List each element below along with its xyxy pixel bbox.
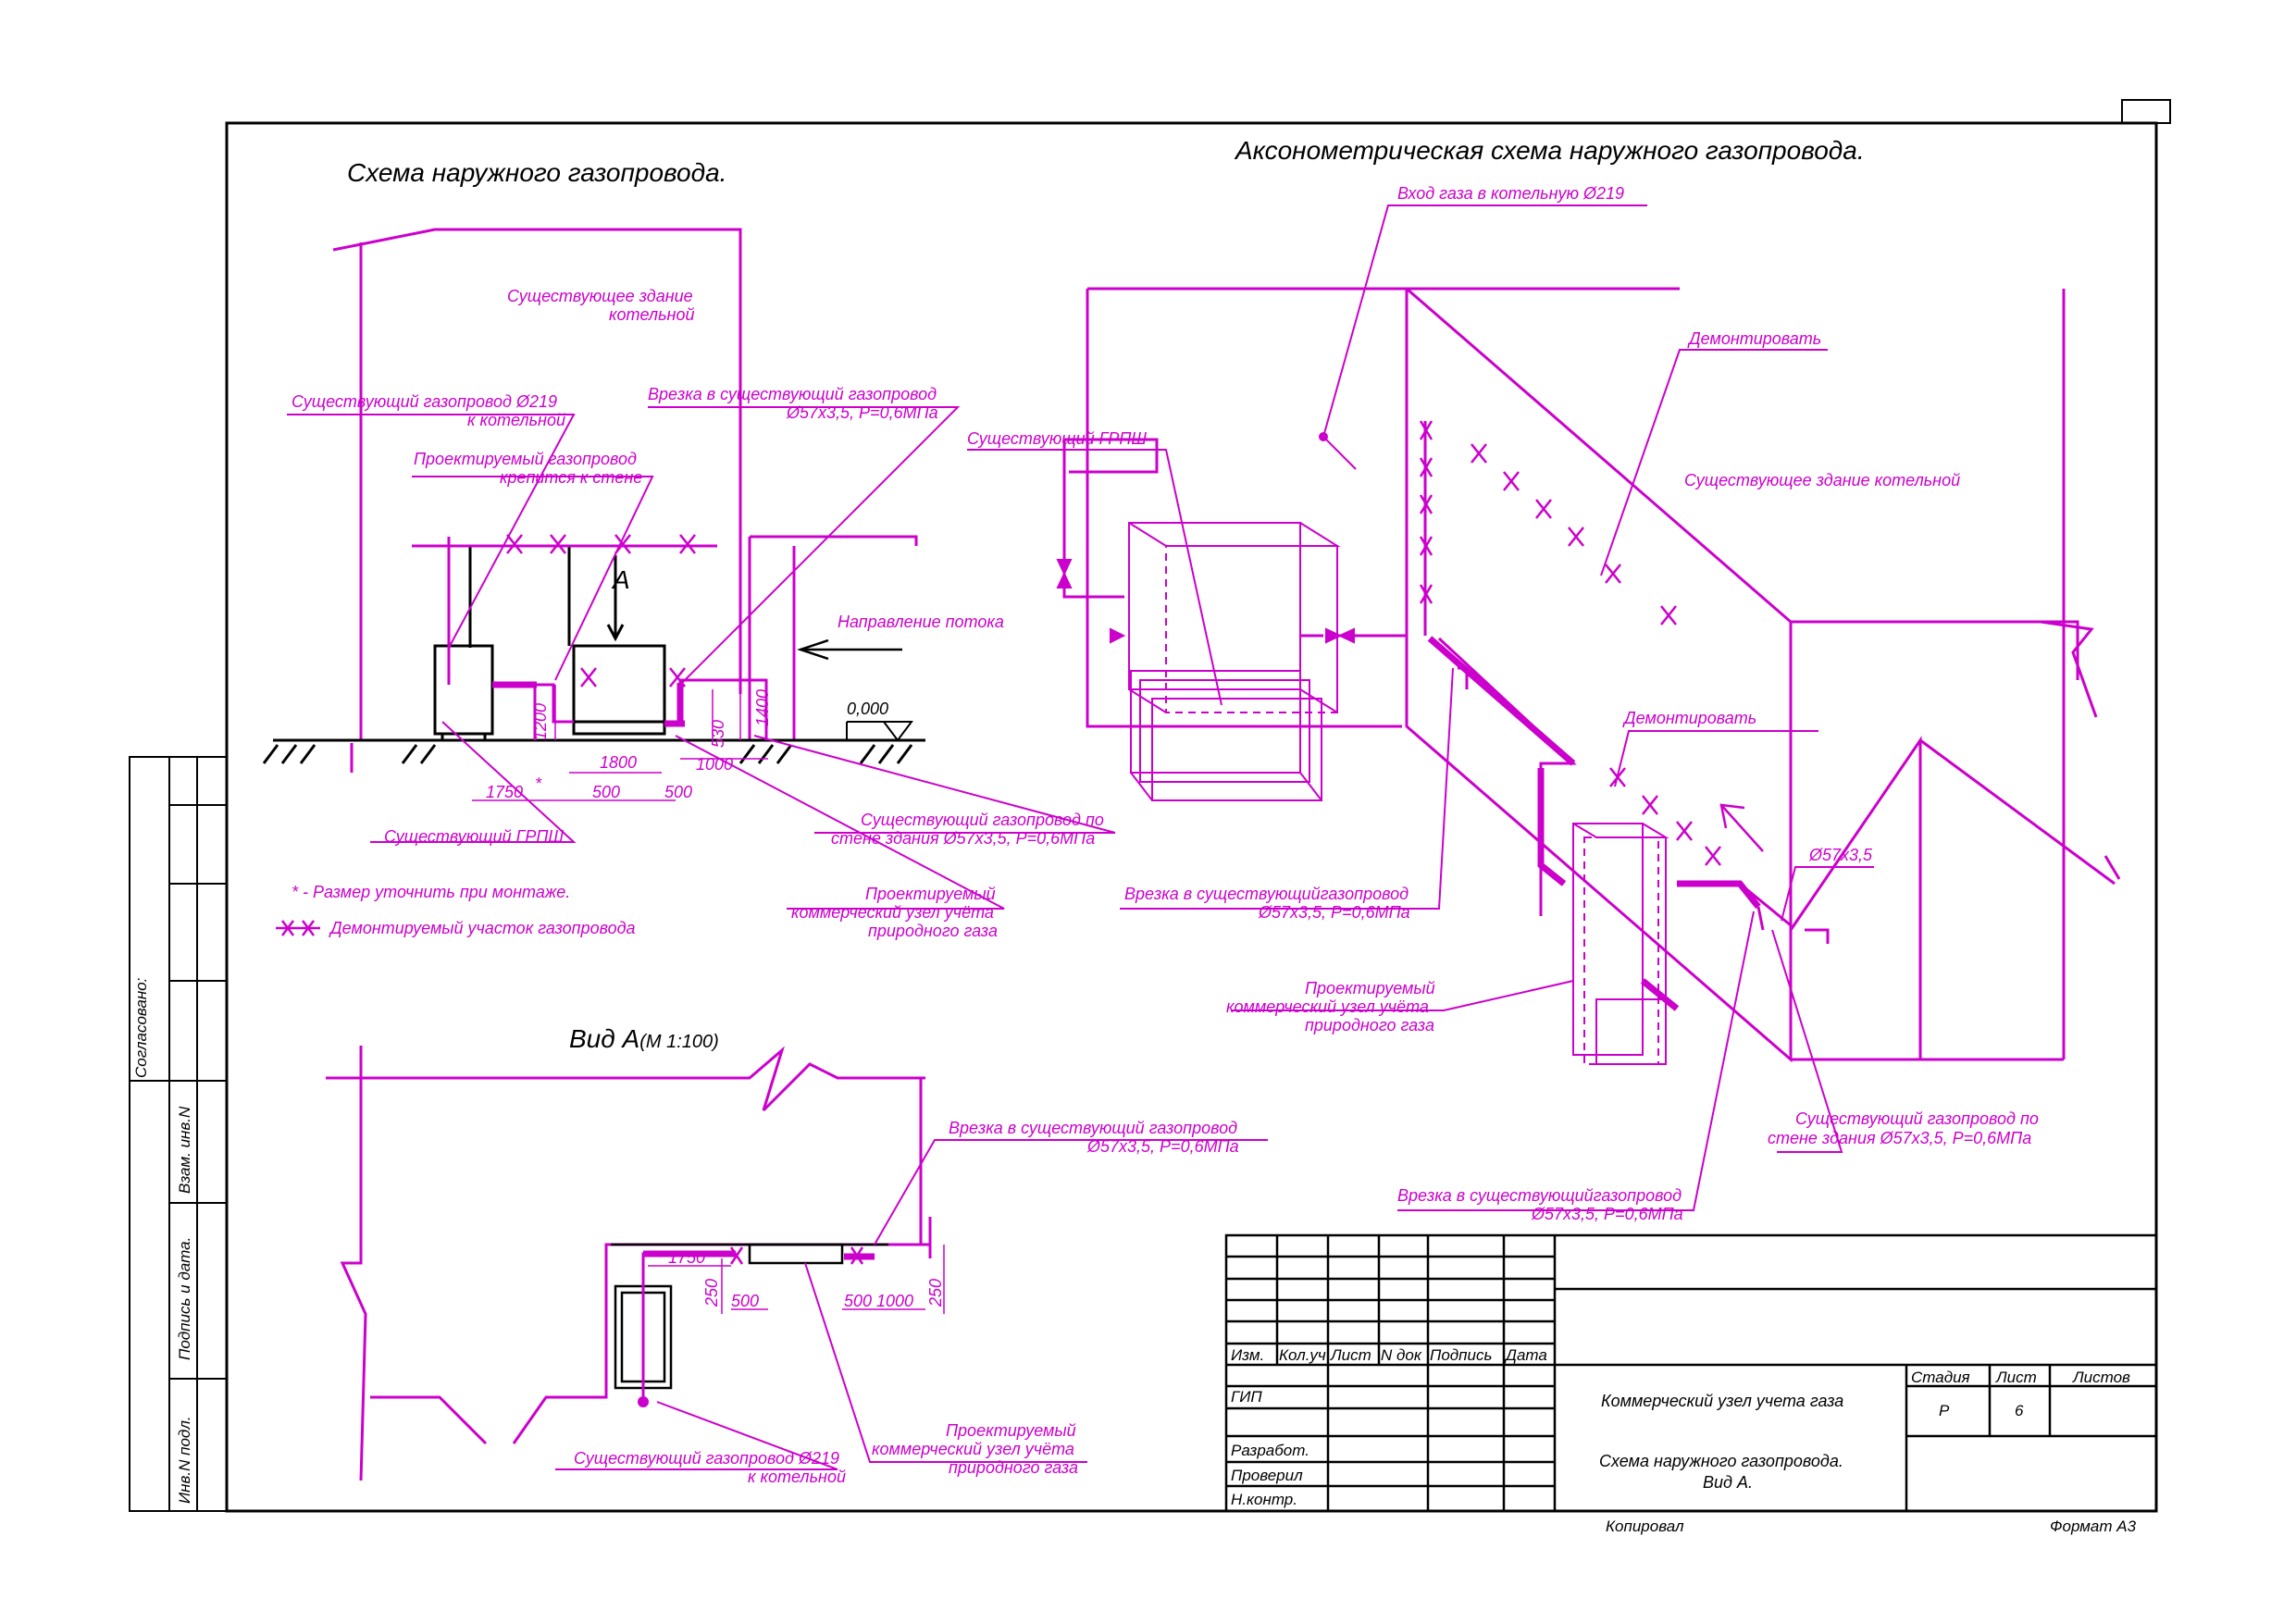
axon-scheme: Вход газа в котельную Ø219 Демонтировать… <box>967 184 2121 1223</box>
plan-level: 0,000 <box>847 700 888 718</box>
plan-wall-mount-1: Проектируемый газопровод <box>414 450 637 468</box>
plan-wall-pipe-2: стене здания Ø57х3,5, Р=0,6МПа <box>831 829 1095 848</box>
dim-1000: 1000 <box>696 755 733 774</box>
axon-tie-in-2b: Ø57х3,5, Р=0,6МПа <box>1531 1205 1683 1223</box>
title-block: Изм. Кол.уч Лист N док Подпись Дата ГИП … <box>1224 1233 2158 1535</box>
axon-tie-in-1a: Врезка в существующийгазопровод <box>1124 885 1409 903</box>
tb-format: Формат А3 <box>2050 1518 2137 1535</box>
plan-meter-2: коммерческий узел учёта <box>791 903 994 922</box>
axon-meter-3: природного газа <box>1305 1016 1434 1035</box>
va-existing-pipe-2: к котельной <box>748 1468 846 1486</box>
tb-role-dev: Разработ. <box>1231 1442 1309 1459</box>
plan-flow-direction: Направление потока <box>838 613 1004 631</box>
axon-demolish-2: Демонтировать <box>1622 709 1756 727</box>
stamp-inv-orig: Инв.N подл. <box>176 1416 193 1504</box>
dim-530: 530 <box>709 720 727 748</box>
va-existing-pipe-1: Существующий газопровод Ø219 <box>574 1449 839 1468</box>
tb-col-ndoc: N док <box>1381 1346 1422 1364</box>
tb-sheet-title-2: Вид А. <box>1703 1473 1753 1492</box>
stamp-agreed: Согласовано: <box>132 977 150 1078</box>
dim-500-a: 500 <box>592 783 620 801</box>
tb-stage: Р <box>1939 1402 1950 1419</box>
va-dim-1000: 1000 <box>876 1292 913 1310</box>
axon-pipe-size: Ø57х3,5 <box>1808 846 1873 864</box>
view-a-scale: (М 1:100) <box>639 1032 719 1052</box>
va-meter-2: коммерческий узел учёта <box>872 1440 1074 1458</box>
va-tie-in-2: Ø57х3,5, Р=0,6МПа <box>1086 1137 1239 1156</box>
axon-title: Аксонометрическая схема наружного газопр… <box>1234 136 1865 165</box>
stamp-replaced-inv: Взам. инв.N <box>176 1106 193 1194</box>
axon-grpsh: Существующий ГРПШ <box>967 429 1147 448</box>
tb-sheet-label: Лист <box>1995 1369 2037 1386</box>
plan-title: Схема наружного газопровода. <box>347 158 726 187</box>
va-tie-in-1: Врезка в существующий газопровод <box>949 1119 1237 1137</box>
axon-demolish-1: Демонтировать <box>1687 329 1821 348</box>
tb-stage-label: Стадия <box>1911 1369 1970 1386</box>
axon-tie-in-1b: Ø57х3,5, Р=0,6МПа <box>1258 903 1410 922</box>
tb-role-check: Проверил <box>1231 1467 1303 1484</box>
view-a-title: Вид А(М 1:100) <box>569 1024 719 1053</box>
side-stamp: Согласовано: Взам. инв.N Подпись и дата.… <box>129 756 228 1512</box>
tb-copied: Копировал <box>1606 1518 1684 1535</box>
tb-sheets-label: Листов <box>2072 1369 2130 1386</box>
plan-building-label-2: котельной <box>609 305 694 324</box>
plan-scheme: 1200 1800 1750 500 500 1000 530 1400 * С… <box>262 228 1116 940</box>
va-dim-250-b: 250 <box>926 1279 945 1307</box>
plan-view-marker: А <box>611 565 630 594</box>
note-star: * - Размер уточнить при монтаже. <box>292 883 570 901</box>
plan-tie-in-1: Врезка в существующий газопровод <box>648 385 937 403</box>
plan-building-label-1: Существующее здание <box>507 287 693 305</box>
va-dim-1750: 1750 <box>668 1248 705 1267</box>
stamp-sign-date: Подпись и дата. <box>176 1237 193 1360</box>
tb-col-list: Лист <box>1330 1346 1371 1364</box>
plan-meter-3: природного газа <box>868 922 998 940</box>
plan-existing-pipe-1: Существующий газопровод Ø219 <box>292 392 557 411</box>
dim-500-b: 500 <box>664 783 692 801</box>
va-meter-1: Проектируемый <box>946 1421 1076 1440</box>
axon-meter-2: коммерческий узел учёта <box>1226 997 1429 1016</box>
plan-existing-pipe-2: к котельной <box>467 411 565 429</box>
dim-star: * <box>535 774 542 793</box>
va-dim-250-a: 250 <box>702 1279 721 1307</box>
plan-wall-pipe-1: Существующий газопровод по <box>861 811 1104 829</box>
dim-1400: 1400 <box>753 689 772 726</box>
tb-role-norm: Н.контр. <box>1231 1491 1297 1508</box>
plan-grpsh: Существующий ГРПШ <box>384 827 564 846</box>
axon-tie-in-2a: Врезка в существующийгазопровод <box>1397 1186 1682 1205</box>
view-a-title-text: Вид А <box>569 1024 639 1053</box>
sheet-frame <box>225 99 2171 1513</box>
dim-1200: 1200 <box>531 703 550 740</box>
plan-tie-in-2: Ø57х3,5, Р=0,6МПа <box>786 403 938 422</box>
tb-object: Коммерческий узел учета газа <box>1601 1392 1843 1410</box>
va-dim-500-a: 500 <box>731 1292 759 1310</box>
plan-meter-1: Проектируемый <box>865 885 996 903</box>
axon-meter-1: Проектируемый <box>1305 979 1435 997</box>
axon-inlet: Вход газа в котельную Ø219 <box>1397 184 1624 203</box>
va-dim-500-b: 500 <box>844 1292 872 1310</box>
tb-role-gip: ГИП <box>1231 1388 1262 1406</box>
note-demolish: Демонтируемый участок газопровода <box>329 919 636 937</box>
axon-wall-pipe-2: стене здания Ø57х3,5, Р=0,6МПа <box>1768 1129 2031 1147</box>
tb-sheet-title-1: Схема наружного газопровода. <box>1599 1452 1843 1470</box>
tb-sheet: 6 <box>2015 1402 2024 1419</box>
tb-col-date: Дата <box>1504 1346 1547 1364</box>
dim-1800: 1800 <box>600 753 637 772</box>
view-a: Вид А(М 1:100) <box>326 1024 1268 1486</box>
dim-1750: 1750 <box>486 783 523 801</box>
tb-col-izm: Изм. <box>1231 1346 1264 1364</box>
plan-wall-mount-2: крепится к стене <box>500 468 642 487</box>
va-meter-3: природного газа <box>949 1458 1078 1477</box>
tb-col-kolvo: Кол.уч <box>1279 1346 1326 1364</box>
axon-wall-pipe-1: Существующий газопровод по <box>1795 1109 2039 1128</box>
tb-col-sign: Подпись <box>1430 1346 1492 1364</box>
axon-building: Существующее здание котельной <box>1684 471 1960 489</box>
